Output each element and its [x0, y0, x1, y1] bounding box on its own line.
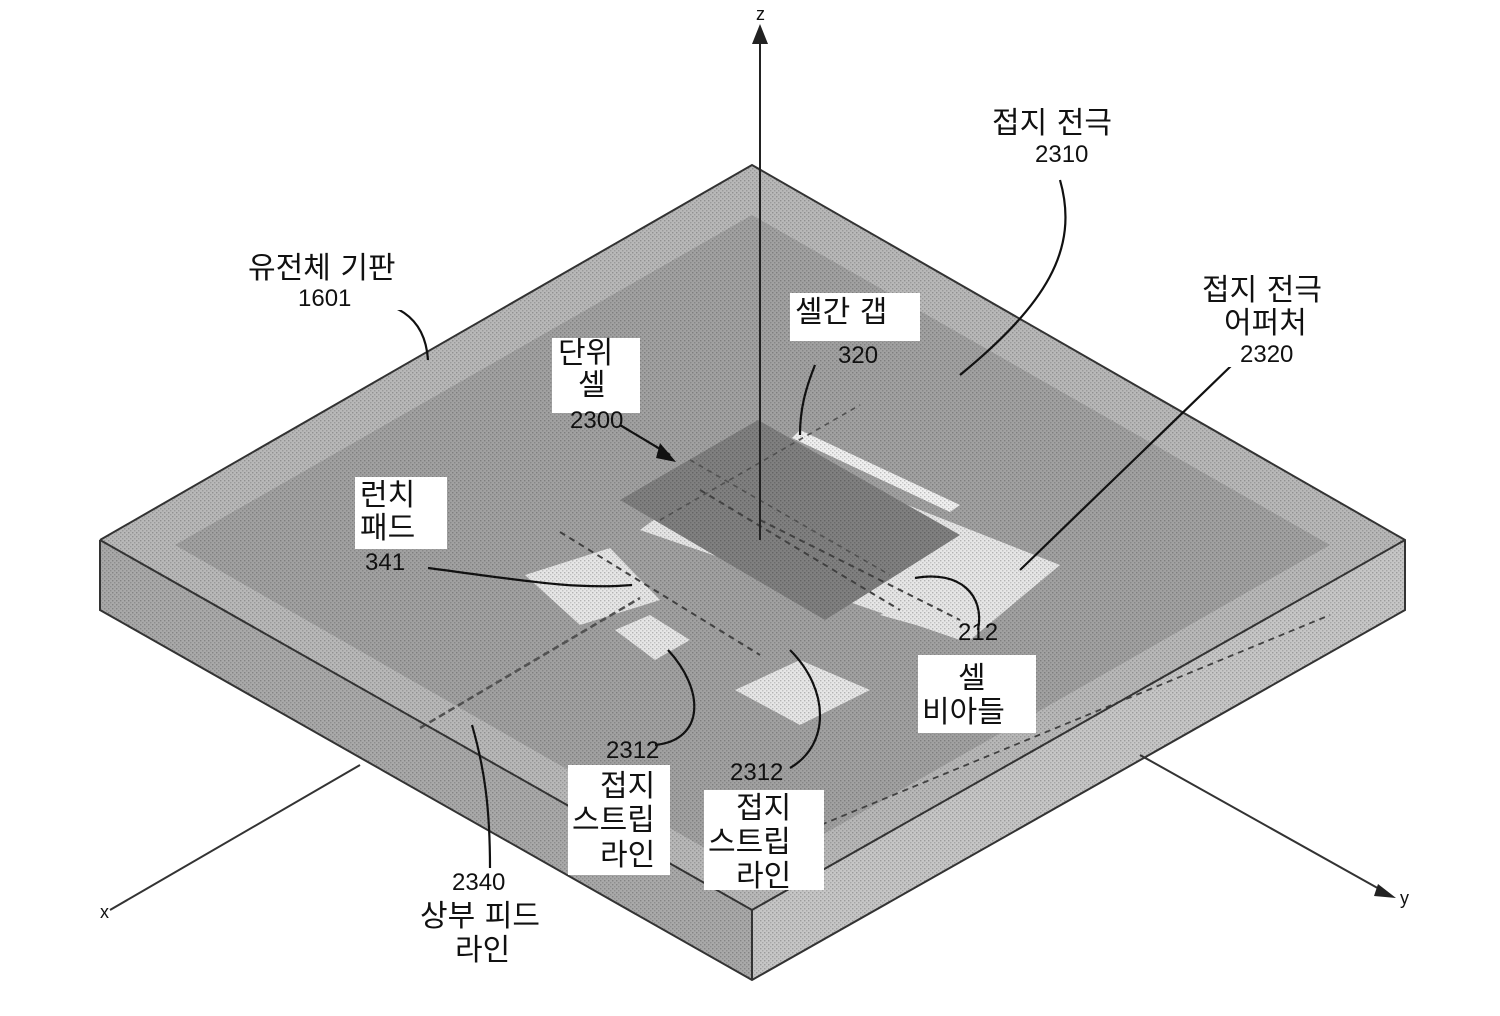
substrate-ref: 1601 [298, 285, 351, 312]
feed-line-label-1: 상부 피드 [420, 899, 540, 934]
y-axis-arrowhead [1374, 884, 1396, 898]
strip-left-label-1: 접지 [600, 769, 655, 804]
ground-electrode-ref: 2310 [1035, 141, 1088, 168]
z-axis-arrowhead [752, 24, 768, 44]
strip-right-ref: 2312 [730, 759, 783, 786]
feed-line-label-2: 라인 [455, 933, 510, 968]
launch-pad-ref: 341 [365, 549, 405, 576]
strip-right-label-1: 접지 [736, 791, 791, 826]
intercell-gap-label: 셀간 갭 [795, 295, 887, 330]
unit-cell-label-2: 셀 [578, 368, 606, 403]
substrate-label: 유전체 기판 [248, 251, 396, 286]
strip-right-label-3: 라인 [736, 859, 791, 894]
strip-left-label-2: 스트립 [572, 803, 655, 838]
strip-right-label-2: 스트립 [708, 825, 791, 860]
cell-vias-label-1: 셀 [958, 661, 986, 696]
launch-pad-label-1: 런치 [360, 478, 415, 513]
y-axis-label: y [1400, 888, 1409, 908]
x-axis-label: x [100, 902, 109, 922]
x-axis [110, 765, 360, 910]
intercell-gap-ref: 320 [838, 342, 878, 369]
cell-vias-label-2: 비아들 [922, 695, 1005, 730]
ground-aperture-label-2: 어퍼처 [1224, 306, 1307, 341]
strip-left-label-3: 라인 [600, 838, 655, 873]
feed-line-ref: 2340 [452, 869, 505, 896]
unit-cell-label-1: 단위 [558, 336, 613, 371]
launch-pad-label-2: 패드 [360, 511, 415, 546]
strip-left-ref: 2312 [606, 737, 659, 764]
ground-electrode-label: 접지 전극 [992, 106, 1112, 141]
ground-aperture-ref: 2320 [1240, 341, 1293, 368]
ground-aperture-label-1: 접지 전극 [1202, 273, 1322, 308]
cell-vias-ref: 212 [958, 619, 998, 646]
y-axis [1140, 755, 1390, 895]
unit-cell-ref: 2300 [570, 407, 623, 434]
z-axis-label: z [756, 4, 765, 24]
